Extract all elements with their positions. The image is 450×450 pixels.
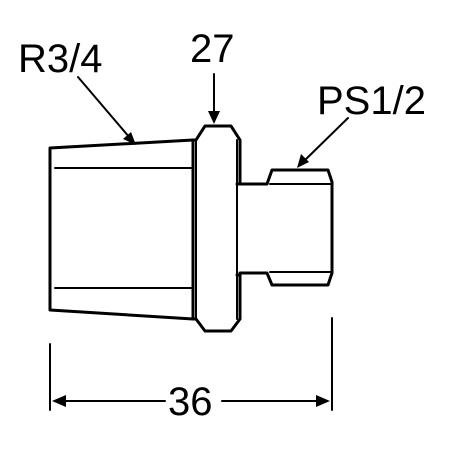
leader-27	[208, 73, 220, 124]
label-hex-size: 27	[190, 27, 235, 71]
dimension-arrow-right	[316, 395, 330, 407]
fitting-body	[48, 124, 334, 333]
leader-r34	[77, 76, 136, 145]
dimension-length	[49, 317, 333, 411]
label-overall-length: 36	[168, 380, 213, 424]
dimension-arrow-left	[52, 395, 66, 407]
label-thread-parallel: PS1/2	[317, 79, 426, 123]
label-thread-taper: R3/4	[18, 37, 103, 81]
leader-ps12	[297, 117, 349, 168]
